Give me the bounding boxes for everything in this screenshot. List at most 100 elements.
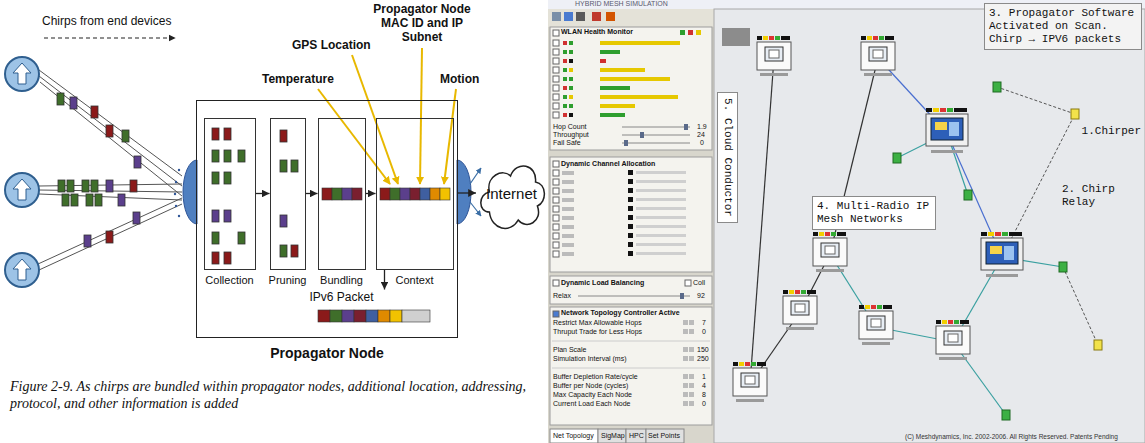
control-panel: [562, 234, 574, 238]
panel-value: 24: [697, 131, 705, 139]
panel-value: 1.9: [697, 123, 707, 131]
control-panel: [553, 251, 559, 257]
control-panel: [553, 67, 559, 73]
mesh-node-icon: [757, 36, 791, 76]
chirp-path: [39, 204, 182, 270]
control-panel: [553, 233, 559, 239]
panel-heading: WLAN Health Monitor: [561, 28, 633, 36]
panel-label: Thruput Trade for Less Hops: [553, 328, 642, 336]
control-panel: [683, 356, 688, 361]
chirp-packet: [91, 180, 98, 192]
control-panel: [636, 189, 686, 192]
collected-chirp: [291, 245, 298, 257]
control-panel: [685, 280, 691, 286]
control-panel: [569, 95, 573, 99]
bundle-bar: [366, 310, 378, 322]
control-panel: [550, 27, 712, 150]
panel-label: Restrict Max Allowable Hops: [553, 319, 642, 327]
control-panel: [622, 127, 690, 128]
control-panel: [600, 41, 680, 117]
end-device: [13, 179, 31, 200]
control-panel: [553, 224, 559, 230]
control-panel: [683, 392, 688, 397]
collected-chirp: [212, 172, 219, 184]
callout-label: Propagator Node MAC ID and IP Subnet: [370, 2, 474, 44]
control-panel: [562, 216, 574, 220]
control-panel: [628, 215, 633, 220]
control-panel: [622, 135, 690, 136]
stage-label: Collection: [205, 274, 253, 287]
stage-box: Context: [376, 118, 454, 270]
control-panel: [636, 243, 686, 246]
control-panel: [553, 161, 559, 167]
chirper-device: [1071, 109, 1079, 119]
chirp-relay: [1063, 267, 1098, 345]
control-panel: [553, 85, 559, 91]
control-panel: [600, 41, 680, 45]
mesh-node-icon: [936, 320, 970, 360]
control-panel: [569, 77, 573, 81]
control-panel: [569, 113, 573, 117]
collected-chirp: [224, 210, 231, 222]
control-panel: [600, 50, 620, 54]
panel-heading: Dynamic Channel Allocation: [561, 160, 655, 168]
chirp-packet: [134, 156, 141, 168]
annotation-label: 2. Chirp Relay: [1062, 183, 1122, 209]
chirper-device: [893, 82, 1102, 420]
flow-arrow: [366, 193, 376, 194]
chirp-flow-arrow: [44, 38, 175, 39]
control-panel: [552, 341, 710, 342]
bundle-bar: [390, 188, 400, 200]
internet-cloud: Internet: [476, 150, 547, 236]
control-panel: [628, 242, 633, 247]
collected-chirp: [224, 150, 231, 162]
bundle-bar: [390, 310, 402, 322]
panel-label: Relax: [553, 292, 571, 300]
control-panel: [563, 68, 567, 72]
chirp-packet: [70, 97, 77, 109]
control-panel: [563, 41, 567, 45]
mesh-node-icon: [981, 232, 1023, 277]
control-panel: [628, 197, 633, 202]
control-panel: [553, 40, 559, 118]
leader-line: [420, 48, 422, 184]
stage-box: Pruning: [270, 118, 306, 270]
chirp-packet: [133, 212, 140, 224]
chirper-device: [964, 190, 972, 200]
bundle-bar: [380, 188, 390, 200]
control-panel: [683, 347, 688, 352]
tab-label: HPC: [629, 432, 644, 440]
chirp-packet: [82, 180, 89, 192]
panel-value: 0: [702, 400, 706, 408]
bundle-bar: [354, 310, 366, 322]
control-panel: [628, 251, 633, 256]
bundle-bar: [400, 188, 410, 200]
control-panel: [562, 180, 574, 184]
bundle-bar: [330, 310, 342, 322]
control-panel: [598, 429, 626, 443]
chirp-packet: [62, 194, 69, 206]
panel-label: Buffer Depletion Rate/cycle: [553, 373, 638, 381]
bundle-bar: [352, 188, 362, 200]
panel-value: 92: [697, 292, 705, 300]
panel-heading: Dynamic Load Balancing: [561, 279, 644, 287]
leader-line: [318, 48, 456, 184]
mesh-link: [750, 58, 774, 384]
control-panel: [683, 401, 688, 406]
control-panel: [628, 179, 633, 184]
control-panel: [689, 347, 694, 352]
panel-value: 0: [702, 328, 706, 336]
control-panel: [550, 429, 598, 443]
control-panel: [688, 30, 693, 35]
control-panel: [552, 368, 710, 369]
screenshot-frame: [564, 12, 573, 21]
end-device: [5, 253, 39, 287]
bundle-bar: [322, 188, 332, 200]
leader-line: [444, 89, 456, 184]
stage-label: Pruning: [269, 274, 307, 287]
control-panel: [553, 280, 559, 286]
control-panel: [562, 207, 574, 211]
control-panel: [553, 311, 559, 317]
annotation-text: 4. Multi-Radio IP Mesh Networks: [817, 200, 931, 226]
